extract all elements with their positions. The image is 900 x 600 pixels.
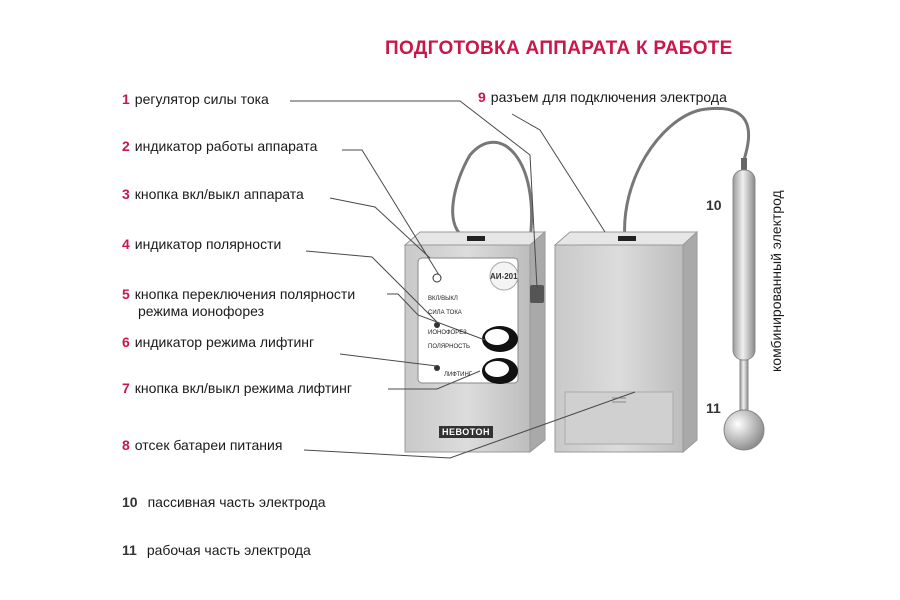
panel-label-ionophoresis: ИОНОФОРЕЗ: [428, 330, 467, 336]
panel-label-current: СИЛА ТОКА: [428, 310, 462, 316]
polarity-indicator: [434, 322, 440, 328]
device-model: АИ-201: [490, 272, 518, 281]
device-front: [403, 230, 547, 454]
device-brand: НЕВОТОН: [439, 426, 494, 438]
electrode-num-working: 11: [706, 400, 721, 416]
working-part: [723, 409, 765, 451]
cable-electrode: [623, 107, 751, 241]
passive-part: [732, 169, 756, 361]
cable-left: [451, 140, 533, 242]
electrode-num-passive: 10: [706, 197, 722, 213]
electrode: [723, 158, 765, 451]
lifting-indicator: [434, 365, 440, 371]
leader-lines: [290, 100, 636, 459]
diagram-title: ПОДГОТОВКА АППАРАТА К РАБОТЕ: [385, 38, 733, 59]
panel-label-lifting: ЛИФТИНГ: [444, 372, 473, 378]
electrode-label: комбинированный электрод: [768, 190, 784, 372]
battery-compartment: [564, 391, 674, 445]
panel-label-polarity: ПОЛЯРНОСТЬ: [428, 344, 470, 350]
current-knob: [530, 285, 544, 303]
panel-label-power: ВКЛ/ВЫКЛ: [428, 296, 458, 302]
device-rear: [553, 230, 699, 454]
power-indicator: [432, 273, 442, 283]
